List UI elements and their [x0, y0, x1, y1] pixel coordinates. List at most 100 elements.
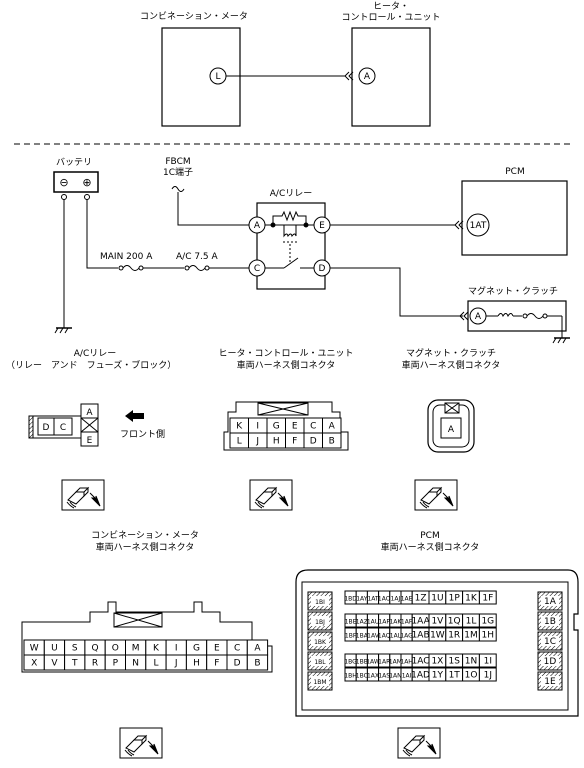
- relay-conn-pin-E: E: [87, 436, 93, 446]
- meter-pin-L: L: [215, 72, 220, 82]
- pcm-conn-pin-1AT: 1AT: [367, 596, 378, 603]
- fbcm-wire: [177, 192, 249, 226]
- wire-lines: [254, 501, 265, 509]
- pcm-conn-pin-1AD: 1AD: [411, 671, 430, 681]
- pcm-conn-pin-1AX: 1AX: [367, 673, 379, 680]
- pcm-conn-pin-1Q: 1Q: [448, 617, 461, 627]
- pcm-connector-title-line1: PCM: [420, 531, 440, 541]
- main-fuse-label: MAIN 200 A: [100, 252, 153, 262]
- relay-to-clutch-wire: [330, 267, 463, 317]
- meter-conn-pin-W: W: [30, 644, 39, 654]
- relay-switch-icon: [265, 244, 314, 269]
- pcm-conn-pin-1AV: 1AV: [367, 633, 380, 640]
- pcm-conn-pin-1AL: 1AL: [390, 633, 402, 640]
- clutch-connector-title-line1: マグネット・クラッチ: [405, 349, 496, 359]
- view-arrow-icon: [442, 492, 454, 507]
- pcm-right-label-bg: [541, 636, 559, 646]
- main-fuse-icon: [118, 265, 144, 271]
- pcm-conn-pin-1AR: 1AR: [378, 659, 390, 666]
- pcm-right-label-bg: [541, 616, 559, 626]
- pcm-pin-1AT-circle: [466, 213, 490, 237]
- meter-conn-pin-R: R: [92, 659, 98, 669]
- pcm-left-label-bg: [311, 616, 329, 626]
- pcm-conn-pin-1X: 1X: [431, 657, 443, 667]
- clutch-connector: [427, 399, 475, 453]
- pcm-conn-pin-1BM: 1BM: [313, 679, 326, 686]
- pcm-conn-pin-1B: 1B: [544, 617, 556, 627]
- pcm-conn-pin-1H-cell: [478, 627, 497, 642]
- heater-conn-pin-K: K: [236, 422, 243, 432]
- pcm-conn-pin-1J-cell: [478, 667, 497, 682]
- battery-box: [53, 171, 99, 193]
- ac-relay-label: A/Cリレー: [269, 189, 313, 199]
- meter-conn-pin-B: B: [254, 659, 260, 669]
- meter-conn-pin-A: A: [254, 644, 261, 654]
- pcm-conn-pin-1AU: 1AU: [367, 619, 379, 626]
- meter-conn-pin-Q: Q: [92, 644, 99, 654]
- connector-view-icon: [119, 727, 163, 759]
- pcm-conn-pin-1V: 1V: [431, 617, 444, 627]
- pcm-conn-pin-1AA: 1AA: [411, 617, 430, 627]
- pcm-box: [461, 180, 568, 256]
- connector-chevron: [344, 71, 354, 81]
- pcm-conn-pin-1G: 1G: [481, 617, 494, 627]
- pcm-conn-pin-1AY: 1AY: [356, 596, 367, 603]
- pcm-pin-1AT: 1AT: [470, 221, 487, 231]
- clutch-connector-title-line2: 車両ハーネス側コネクタ: [401, 361, 501, 371]
- heater-pin-A-circle: [358, 67, 376, 85]
- wire-lines: [402, 749, 413, 757]
- meter-conn-pin-J: J: [174, 659, 178, 669]
- connector-view-icon: [61, 479, 105, 511]
- pcm-conn-pin-1AP: 1AP: [378, 619, 390, 626]
- pcm-conn-pin-1R: 1R: [448, 631, 460, 641]
- pcm-conn-pin-1J: 1J: [484, 671, 492, 681]
- pcm-conn-pin-1A: 1A: [544, 597, 557, 607]
- pcm-conn-pin-1W: 1W: [430, 631, 445, 641]
- meter-conn-pin-N: N: [132, 659, 139, 669]
- ac-fuse-label: A/C 7.5 A: [176, 252, 218, 262]
- heater-conn-pin-D: D: [310, 437, 317, 447]
- pcm-conn-pin-1G-cell: [478, 613, 497, 628]
- pcm-conn-pin-1H: 1H: [482, 631, 495, 641]
- heater-connector-title-line1: ヒータ・コントロール・ユニット: [218, 349, 354, 359]
- pcm-conn-pin-1C: 1C: [544, 637, 556, 647]
- combination-meter-box: [161, 27, 241, 127]
- meter-conn-pin-H: H: [193, 659, 200, 669]
- pcm-conn-pin-1Z: 1Z: [415, 594, 427, 604]
- heater-pin-A: A: [364, 72, 371, 82]
- pcm-right-label-bg: [541, 596, 559, 606]
- heater-conn-pin-I: I: [256, 422, 259, 432]
- meter-conn-pin-V: V: [51, 659, 58, 669]
- pcm-right-label-bg: [541, 656, 559, 666]
- meter-conn-pin-X: X: [31, 659, 37, 669]
- heater-control-label-line2: コントロール・ユニット: [341, 13, 441, 23]
- meter-conn-pin-E: E: [214, 644, 220, 654]
- meter-connector-title-line1: コンビネーション・メータ: [91, 531, 199, 541]
- pcm-conn-pin-1P: 1P: [449, 594, 461, 604]
- pcm-conn-pin-1AC: 1AC: [412, 657, 430, 667]
- pcm-conn-pin-1D: 1D: [544, 657, 557, 667]
- meter-conn-pin-M: M: [132, 644, 140, 654]
- pcm-conn-pin-1BE: 1BE: [345, 619, 357, 626]
- clutch-conn-pin-A: A: [448, 425, 455, 435]
- pcm-conn-pin-1BB: 1BB: [356, 659, 368, 666]
- heater-conn-pin-B-cell: [322, 432, 342, 449]
- pcm-conn-pin-1K: 1K: [465, 594, 478, 604]
- relay-connector-title-line1: A/Cリレー: [73, 349, 117, 359]
- pcm-conn-pin-1BF: 1BF: [345, 633, 357, 640]
- pcm-connector-title-line2: 車両ハーネス側コネクタ: [380, 543, 480, 553]
- battery-plus-wire: [86, 199, 118, 269]
- combination-meter-label: コンビネーション・メータ: [140, 12, 248, 22]
- pcm-conn-pin-1BK: 1BK: [314, 639, 327, 646]
- meter-conn-pin-B-cell: [246, 654, 269, 671]
- pcm-conn-pin-1BH: 1BH: [344, 673, 356, 680]
- clutch-pin-A: A: [475, 312, 482, 322]
- relay-pin-D: D: [319, 264, 326, 274]
- pcm-conn-pin-1U: 1U: [431, 594, 443, 604]
- magnet-clutch-box: [467, 300, 567, 332]
- pcm-conn-pin-1AK: 1AK: [389, 619, 402, 626]
- pcm-conn-pin-1AN: 1AN: [389, 673, 401, 680]
- heater-conn-pin-C: C: [310, 422, 316, 432]
- pcm-right-label-bg: [541, 676, 559, 686]
